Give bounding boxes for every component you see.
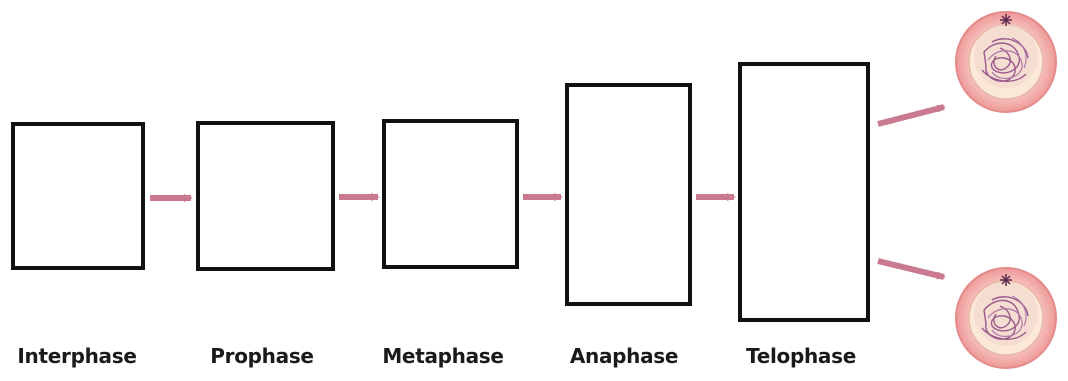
daughter-cell-bottom-icon (955, 267, 1057, 369)
daughter-cell-top-icon (955, 11, 1057, 113)
label-anaphase: Anaphase (569, 344, 679, 368)
stage-box-telophase (738, 62, 870, 322)
centrosome-top-icon (1000, 14, 1012, 26)
arrow-telophase-daughter-top (877, 104, 946, 127)
label-prophase: Prophase (210, 344, 314, 368)
stage-box-prophase (196, 121, 335, 271)
label-telophase: Telophase (746, 344, 856, 368)
label-interphase: Interphase (17, 344, 137, 368)
stage-box-anaphase (565, 83, 692, 306)
stage-box-interphase (11, 122, 145, 270)
arrow-telophase-daughter-bottom (877, 258, 946, 280)
centrosome-bottom-icon (1000, 274, 1012, 286)
label-metaphase: Metaphase (382, 344, 504, 368)
stage-box-metaphase (382, 119, 519, 269)
